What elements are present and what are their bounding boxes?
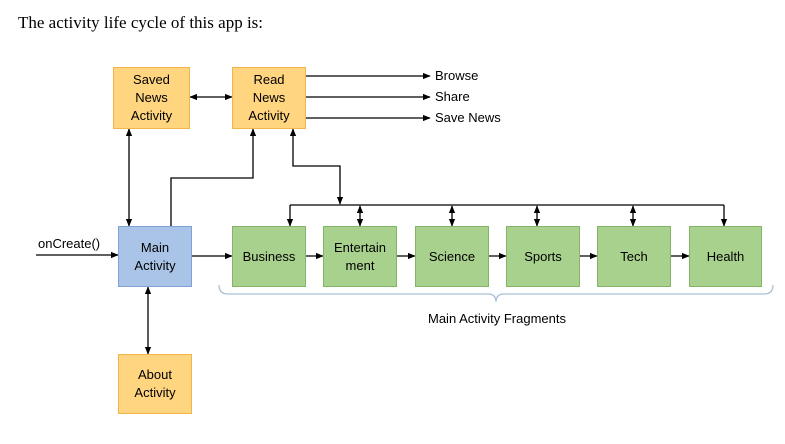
oncreate-label: onCreate()	[38, 236, 101, 251]
entertainment-fragment-node: Entertain ment	[323, 226, 397, 287]
save-news-label: Save News	[435, 110, 501, 125]
fragments-brace	[218, 284, 774, 303]
main-read-arrow	[170, 128, 257, 226]
browse-label: Browse	[435, 68, 479, 83]
business-fragment-node: Business	[232, 226, 306, 287]
science-fragment-node: Science	[415, 226, 489, 287]
fragments-label: Main Activity Fragments	[428, 311, 566, 326]
sports-fragment-node: Sports	[506, 226, 580, 287]
read-news-activity-node: Read News Activity	[232, 67, 306, 129]
health-fragment-node: Health	[689, 226, 762, 287]
about-activity-node: About Activity	[118, 354, 192, 414]
share-label: Share	[435, 89, 470, 104]
intro-text: The activity life cycle of this app is:	[18, 13, 264, 32]
tech-fragment-node: Tech	[597, 226, 671, 287]
read-fragments-arrow	[289, 128, 344, 205]
main-activity-node: Main Activity	[118, 226, 192, 287]
saved-news-activity-node: Saved News Activity	[113, 67, 190, 129]
